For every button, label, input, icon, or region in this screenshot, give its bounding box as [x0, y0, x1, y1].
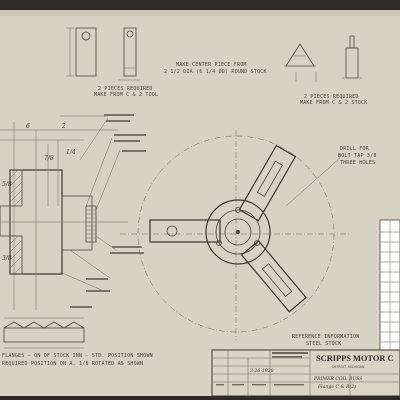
section-leader-notes — [70, 114, 146, 308]
part-name-line2: Flange C & R(2) — [317, 383, 356, 390]
drawing-date: 3-26-1920 — [250, 368, 274, 374]
engineering-drawing: 2 PIECES REQUIRED MAKE FROM C & 2 TOOL M… — [0, 10, 400, 396]
bracket-detail-left — [66, 27, 140, 81]
bottom-note-line1: FLANGES - ON OF STOCK INN - STD. POSITIO… — [2, 353, 153, 359]
flange-section-view — [0, 115, 128, 310]
dim-6: 6 — [26, 123, 30, 130]
reference-note-line2: STEEL STOCK — [306, 341, 341, 347]
brace-note-right-line2: MAKE FROM C & 2 STOCK — [300, 100, 367, 106]
drill-note — [285, 157, 341, 207]
dim-7-8: 7/8 — [44, 155, 54, 162]
dim-5-8: 5/8 — [2, 181, 12, 188]
brace-detail-right — [284, 35, 362, 82]
dim-3-8: 3/8 — [2, 255, 12, 262]
dim-2: 2 — [61, 123, 66, 130]
dim-1-4: 1/4 — [66, 149, 76, 156]
company-name: SCRIPPS MOTOR C — [316, 354, 394, 363]
title-block — [211, 349, 400, 396]
brace-note-right-line1: 2 PIECES REQUIRED — [304, 94, 359, 100]
drawing-sheet: 2 PIECES REQUIRED MAKE FROM C & 2 TOOL M… — [0, 10, 400, 396]
brace-note-left-line2: MAKE FROM C & 2 TOOL — [94, 92, 158, 98]
brace-note-left-line1: 2 PIECES REQUIRED — [98, 86, 153, 92]
drill-note-line1: DRILL FOR — [340, 146, 370, 152]
revision-panel — [379, 219, 400, 371]
center-piece-note-line1: MAKE CENTER PIECE FROM — [176, 62, 247, 68]
reference-note-line1: REFERENCE INFORMATION — [292, 334, 359, 340]
hub-assembly — [149, 144, 307, 313]
tooth-profile — [3, 317, 85, 349]
drill-note-line3: THREE HOLES — [340, 160, 375, 166]
center-piece-note-line2: 2 1/2 DIA (6 1/4 OD) ROUND STOCK — [164, 69, 267, 75]
bottom-note-line2: REQUIRED POSITION ON A. 1/8 ROTATED AS S… — [2, 361, 143, 367]
drill-note-line2: BOLT TAP 3/8 — [338, 153, 377, 159]
part-name-line1: PRIMER COIL BUSS — [313, 376, 362, 382]
company-location: DETROIT, MICHIGAN — [332, 365, 365, 369]
